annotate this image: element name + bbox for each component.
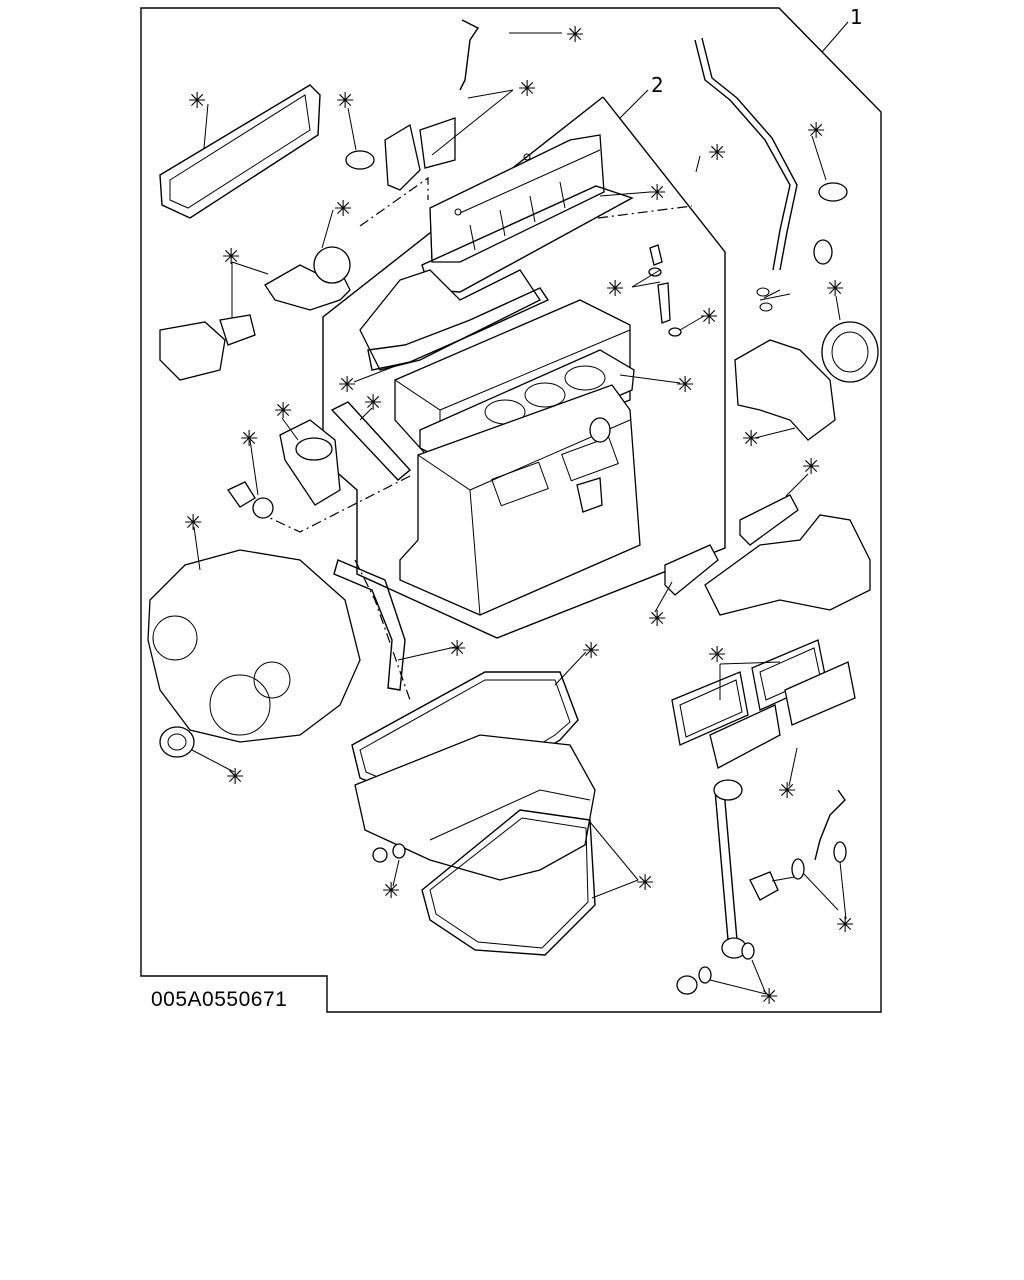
rear-oil-seal: [821, 321, 879, 383]
water-outlet: [227, 419, 341, 519]
banjo-bolt: [749, 841, 847, 901]
injector: [648, 244, 682, 337]
kit-marker: ✳: [188, 89, 206, 114]
kit-markers: ✳ ✳ ✳ ✳ ✳ ✳ ✳ ✳ ✳ ✳ ✳ ✳ ✳ ✳ ✳ ✳ ✳ ✳ ✳ ✳ …: [184, 23, 854, 1010]
rear-seal-retainer: [734, 339, 836, 441]
cylinder-liner-seal: [576, 417, 611, 513]
thermostat-gasket: [330, 401, 412, 481]
engine-block: [399, 384, 641, 616]
drain-plug: [372, 843, 406, 863]
connection-lines: [269, 176, 693, 701]
subassembly-boundary: [322, 96, 726, 639]
intake-manifold-gasket: [367, 287, 550, 371]
kit-marker: ✳: [274, 399, 292, 424]
oil-filler-assembly: [345, 117, 456, 191]
dipstick: [694, 37, 798, 271]
timing-gear-case: [147, 549, 361, 743]
kit-marker: ✳: [648, 607, 666, 632]
timing-case-gasket: [333, 559, 406, 691]
kit-marker: ✳: [760, 985, 778, 1010]
assembly-frame: [140, 7, 882, 1013]
front-oil-seal: [159, 726, 195, 758]
drawing-number: 005A0550671: [151, 988, 287, 1011]
kit-marker: ✳: [364, 391, 382, 416]
water-pump: [159, 321, 226, 381]
oil-pan: [354, 734, 596, 881]
kit-marker: ✳: [676, 373, 694, 398]
kit-marker: ✳: [742, 427, 760, 452]
kit-marker: ✳: [226, 765, 244, 790]
kit-marker: ✳: [382, 879, 400, 904]
kit-marker: ✳: [807, 119, 825, 144]
kit-marker: ✳: [566, 23, 584, 48]
inspection-cover-plates: [709, 661, 856, 769]
kit-marker: ✳: [636, 871, 654, 896]
kit-marker: ✳: [334, 197, 352, 222]
kit-marker: ✳: [826, 277, 844, 302]
kit-marker: ✳: [222, 245, 240, 270]
kit-marker: ✳: [240, 427, 258, 452]
kit-marker: ✳: [778, 779, 796, 804]
exhaust-manifold: [704, 514, 871, 616]
kit-marker: ✳: [708, 141, 726, 166]
kit-marker: ✳: [802, 455, 820, 480]
kit-marker-leaders: [191, 32, 847, 995]
callout-1: 1: [821, 5, 863, 53]
kit-marker: ✳: [336, 89, 354, 114]
union-nut: [676, 942, 755, 995]
callout-2: 2: [619, 73, 664, 119]
thermostat-housing: [219, 246, 351, 346]
kit-marker: ✳: [184, 511, 202, 536]
oil-pipe-top: [459, 19, 480, 91]
kit-marker: ✳: [448, 637, 466, 662]
kit-marker: ✳: [582, 639, 600, 664]
kit-marker: ✳: [700, 305, 718, 330]
oil-gauge-tube: [713, 779, 747, 959]
callout-label-2: 2: [651, 73, 664, 97]
drawing-number-box: 005A0550671: [151, 988, 287, 1011]
sump-gasket: [421, 809, 596, 956]
callout-label-1: 1: [850, 5, 863, 29]
side-cover-gasket: [159, 84, 321, 219]
kit-marker: ✳: [518, 77, 536, 102]
dipstick-o-rings: [756, 287, 773, 312]
kit-marker: ✳: [836, 913, 854, 938]
exhaust-gasket-lower: [664, 544, 719, 596]
oil-return-pipe: [814, 789, 846, 861]
exhaust-gasket-upper: [739, 494, 799, 546]
rocker-cover: [429, 134, 605, 263]
kit-marker: ✳: [648, 181, 666, 206]
kit-marker: ✳: [606, 277, 624, 302]
kit-marker: ✳: [338, 373, 356, 398]
kit-marker: ✳: [708, 643, 726, 668]
exhaust-flange-gasket: [813, 182, 848, 265]
